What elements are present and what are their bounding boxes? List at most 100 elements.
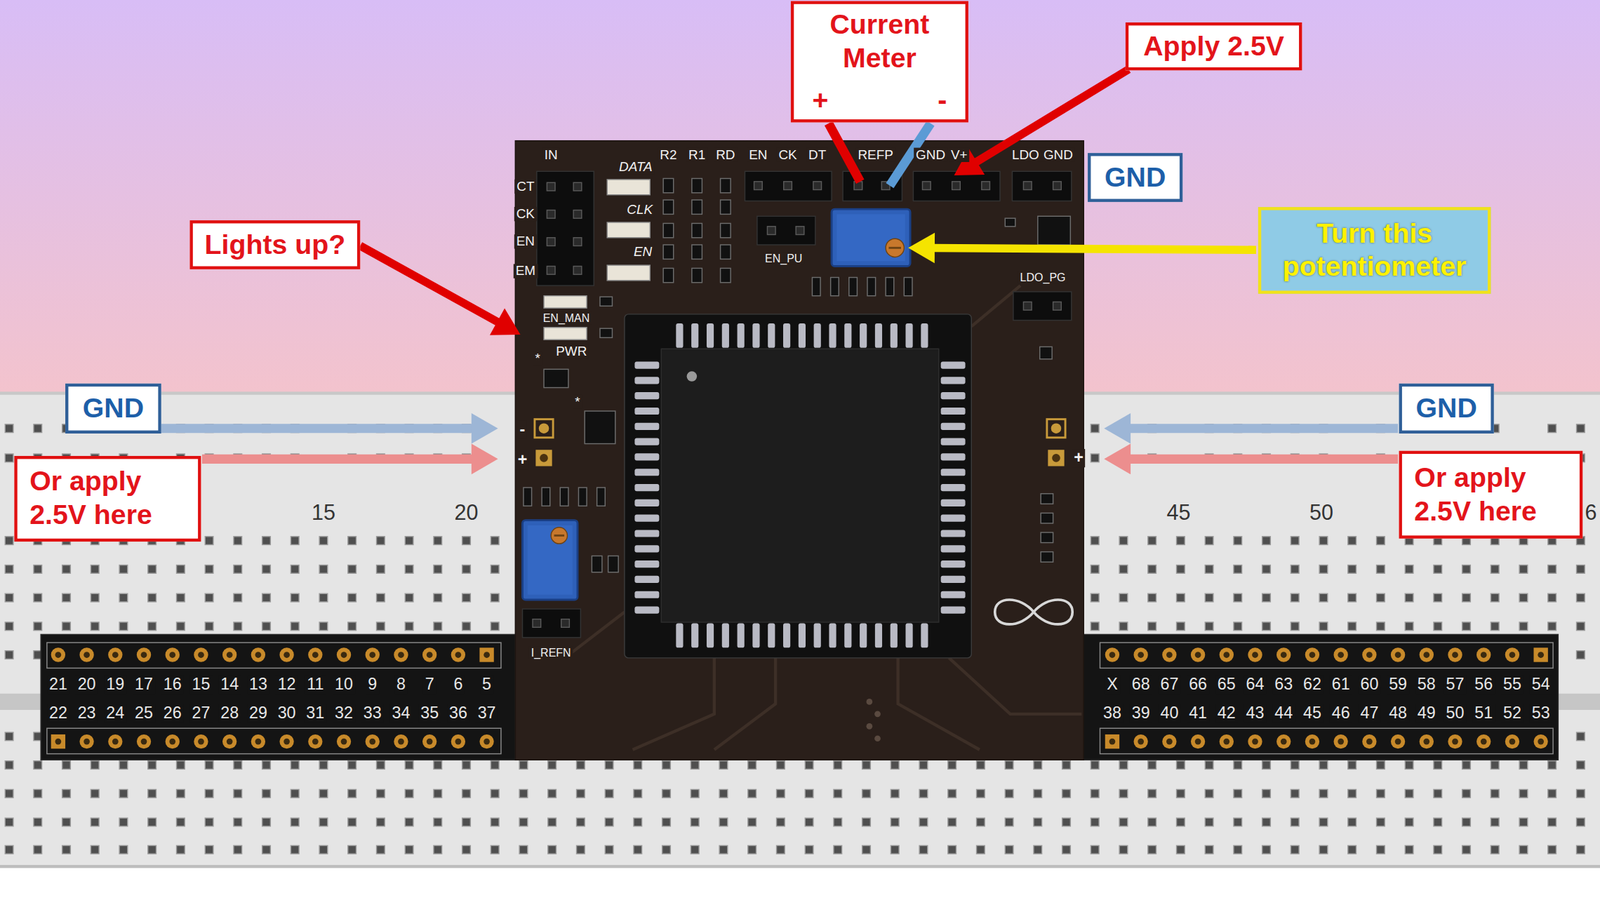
header-pin-number: 32 — [332, 704, 356, 723]
breadboard-hole — [290, 845, 299, 855]
chip-pin — [752, 623, 760, 648]
leader-arrow — [489, 308, 521, 336]
header-pin — [1476, 734, 1491, 749]
smd-part — [720, 244, 732, 259]
header-pin — [479, 647, 494, 662]
header-pin — [83, 651, 90, 659]
potentiometer — [889, 247, 902, 250]
header-pin-number: 61 — [1329, 675, 1353, 695]
breadboard-hole — [1033, 761, 1043, 770]
header-pin-number: 11 — [304, 675, 326, 695]
chip-pin — [675, 623, 683, 648]
chip-pin — [941, 591, 966, 599]
header-pin — [422, 734, 437, 749]
breadboard-hole — [62, 789, 71, 798]
chip-pin — [634, 392, 659, 400]
breadboard-hole — [890, 761, 899, 770]
smd-part — [560, 487, 569, 506]
header-pin — [1390, 647, 1405, 662]
header-pin — [422, 734, 437, 749]
pcb-trace — [571, 285, 1082, 751]
breadboard-hole — [176, 593, 186, 603]
qfp-chip — [661, 348, 939, 623]
header-pin — [1190, 647, 1205, 662]
breadboard-hole — [1148, 593, 1157, 603]
pcb-trace — [866, 698, 873, 706]
breadboard-hole — [376, 761, 386, 770]
breadboard-hole — [404, 789, 414, 798]
breadboard-hole — [90, 818, 99, 827]
breadboard-hole — [1519, 593, 1528, 603]
header-pin — [108, 734, 123, 749]
header-pin-number: X — [1104, 675, 1120, 695]
power-pad — [539, 454, 549, 463]
breadboard-hole — [462, 536, 471, 546]
breadboard-hole — [1204, 622, 1214, 631]
smd-part — [663, 268, 674, 283]
header-pin — [546, 237, 556, 247]
header-pin — [1362, 734, 1377, 749]
header-pin — [1280, 738, 1288, 746]
breadboard-hole — [1176, 593, 1186, 603]
breadboard-edge — [0, 865, 1600, 869]
header-pin — [451, 647, 466, 662]
header-pin — [365, 647, 380, 662]
breadboard-hole — [690, 761, 699, 770]
breadboard-hole — [919, 845, 928, 855]
header-pin — [1362, 734, 1377, 749]
breadboard-hole — [862, 818, 871, 827]
header-pin-number: 10 — [332, 675, 356, 695]
breadboard-hole — [1090, 789, 1099, 798]
header-pin — [1419, 647, 1434, 662]
header-pin-number: 21 — [47, 675, 70, 695]
leader-arrow — [161, 423, 474, 433]
chip-pin — [941, 499, 966, 507]
callout-text: Lights up? — [204, 228, 346, 262]
chip-pin — [828, 323, 836, 349]
breadboard-hole — [348, 536, 357, 546]
breadboard-hole — [576, 789, 586, 798]
breadboard-hole — [462, 789, 471, 798]
chip-pin — [783, 323, 791, 349]
silkscreen-label: I_REFN — [529, 647, 574, 660]
header-pin-number: 31 — [303, 704, 327, 723]
breadboard-hole — [1433, 845, 1443, 855]
breadboard-hole — [804, 789, 814, 798]
breadboard-hole — [1262, 536, 1271, 546]
header-pin — [51, 647, 1549, 749]
header-pin-number: 14 — [218, 675, 241, 695]
header-pin — [79, 647, 94, 662]
header-pin — [455, 738, 462, 746]
header-pin — [193, 734, 208, 749]
chip-pin — [634, 591, 659, 599]
header-pin — [455, 651, 462, 659]
header-pin-number: 60 — [1358, 675, 1382, 695]
header-pin — [397, 651, 405, 659]
breadboard-hole — [604, 761, 614, 770]
chip-pin — [941, 560, 966, 568]
header-pin-number: 12 — [275, 675, 299, 695]
breadboard-hole — [1576, 622, 1586, 631]
breadboard-hole — [1462, 565, 1471, 575]
breadboard-hole — [1376, 761, 1386, 770]
chip-pin — [634, 499, 659, 507]
breadboard-hole — [404, 622, 414, 631]
breadboard-hole — [690, 845, 699, 855]
callout-text: Or apply 2.5V here — [29, 465, 183, 533]
power-pad — [535, 449, 552, 466]
header-strip — [47, 642, 502, 669]
header-pin — [251, 647, 266, 662]
breadboard-hole — [1348, 818, 1357, 827]
leader-arrow — [360, 245, 520, 335]
silkscreen-label: IN — [542, 148, 560, 163]
chip-pin — [722, 323, 730, 349]
silkscreen-label: CK — [514, 207, 537, 222]
breadboard-hole — [319, 622, 328, 631]
breadboard-hole — [262, 593, 271, 603]
breadboard-hole — [1404, 845, 1414, 855]
breadboard-hole — [233, 622, 243, 631]
breadboard-hole — [1319, 565, 1328, 575]
smd-part — [597, 487, 606, 506]
header-pin — [1362, 647, 1377, 662]
header-pin — [222, 647, 237, 662]
